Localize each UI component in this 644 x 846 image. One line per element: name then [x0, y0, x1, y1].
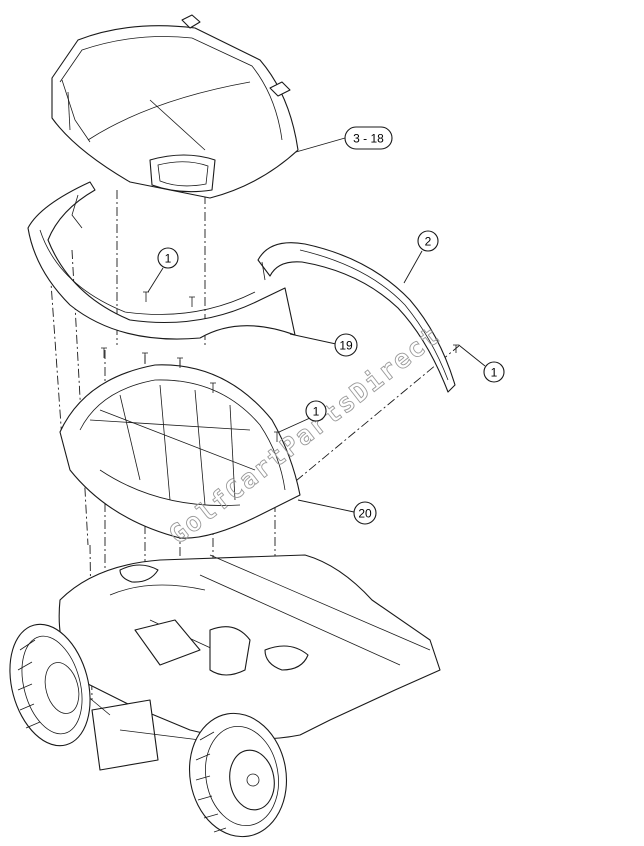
callout-label-screw-body: 1 — [313, 405, 320, 419]
callout-screw-body: 1 — [278, 400, 327, 433]
callout-front-body: 20 — [297, 499, 377, 525]
bumper-trim — [257, 242, 456, 393]
front-trim — [27, 181, 296, 340]
callout-screw-front: 1 — [147, 247, 179, 293]
callout-bumper-trim: 2 — [403, 230, 439, 284]
callout-label-screw-bumper: 1 — [491, 366, 498, 380]
callout-front-trim: 19 — [289, 333, 358, 357]
callout-label-front-body: 20 — [358, 507, 372, 521]
cart-chassis — [58, 554, 441, 771]
callout-screw-bumper: 1 — [459, 345, 505, 383]
callout-label-screw-front: 1 — [165, 252, 172, 266]
callout-label-front-trim: 19 — [339, 339, 353, 353]
front-body-panel — [59, 364, 301, 539]
callout-label-bumper-trim: 2 — [425, 235, 432, 249]
front-right-wheel — [188, 712, 288, 838]
callout-label-body-cowl: 3 - 18 — [353, 132, 384, 146]
front-left-wheel — [9, 623, 91, 747]
screws — [101, 291, 459, 442]
body-cowl — [51, 14, 299, 199]
callout-body-cowl: 3 - 18 — [295, 126, 393, 153]
